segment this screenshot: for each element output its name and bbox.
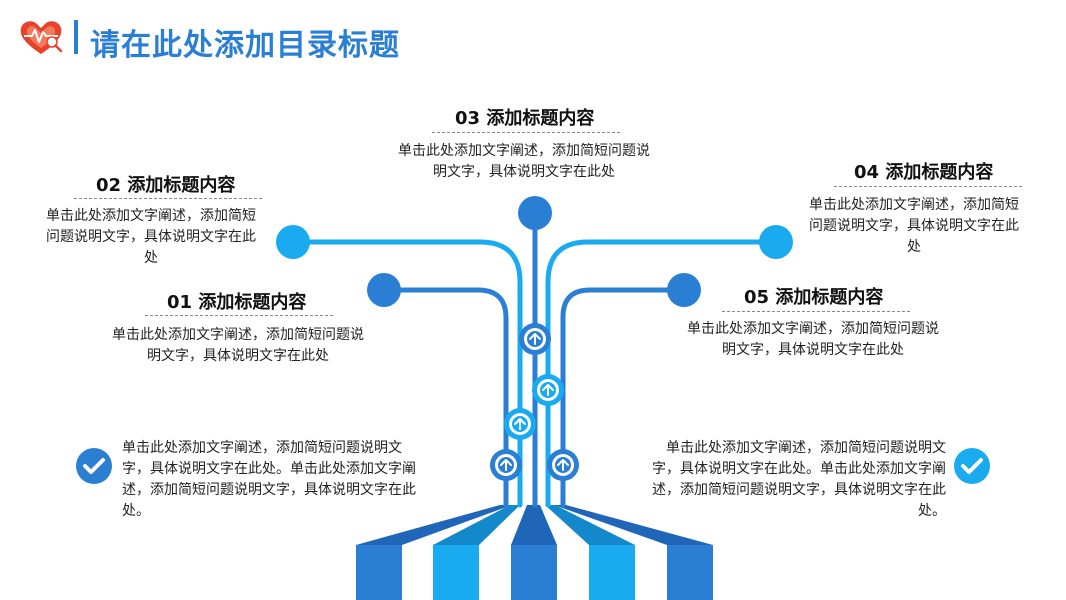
page-title: 请在此处添加目录标题 — [90, 28, 400, 63]
item-01-text: 单击此处添加文字阐述，添加简短问题说明文字，具体说明文字在此处 — [112, 327, 364, 364]
arrow-up-circle-icon — [490, 449, 522, 481]
node-05 — [667, 273, 701, 307]
node-04 — [759, 225, 793, 259]
item-04-divider — [834, 186, 1022, 187]
base-stripes — [356, 505, 713, 600]
item-04-heading: 04 添加标题内容 — [854, 162, 994, 183]
item-03-divider — [432, 132, 620, 133]
arrow-up-circle-icon — [547, 449, 579, 481]
item-05-heading: 05 添加标题内容 — [744, 287, 884, 308]
item-05-text: 单击此处添加文字阐述，添加简短问题说明文字，具体说明文字在此处 — [687, 321, 939, 358]
item-03-text: 单击此处添加文字阐述，添加简短问题说明文字，具体说明文字在此处 — [398, 143, 650, 180]
node-02 — [276, 225, 310, 259]
node-01 — [367, 273, 401, 307]
node-03 — [518, 196, 552, 230]
check-circle-icon — [76, 448, 112, 484]
heart-pulse-icon — [20, 21, 63, 54]
arrow-up-circle-icon — [519, 323, 551, 355]
item-05-divider — [722, 311, 910, 312]
trunk-lines — [290, 212, 779, 508]
item-04-text: 单击此处添加文字阐述，添加简短问题说明文字，具体说明文字在此处 — [809, 197, 1019, 255]
note-left-text: 单击此处添加文字阐述，添加简短问题说明文字，具体说明文字在此处。单击此处添加文字… — [122, 440, 416, 519]
arrow-up-circle-icon — [532, 374, 564, 406]
title-accent-bar — [74, 20, 78, 54]
item-03-heading: 03 添加标题内容 — [455, 108, 595, 129]
item-01-heading: 01 添加标题内容 — [167, 292, 307, 313]
item-02-heading: 02 添加标题内容 — [96, 175, 236, 196]
item-01-divider — [145, 315, 333, 316]
item-02-divider — [74, 198, 262, 199]
arrow-up-circle-icon — [504, 408, 536, 440]
note-right-text: 单击此处添加文字阐述，添加简短问题说明文字，具体说明文字在此处。单击此处添加文字… — [652, 440, 946, 519]
check-circle-icon — [954, 448, 990, 484]
item-02-text: 单击此处添加文字阐述，添加简短问题说明文字，具体说明文字在此处 — [46, 208, 256, 266]
